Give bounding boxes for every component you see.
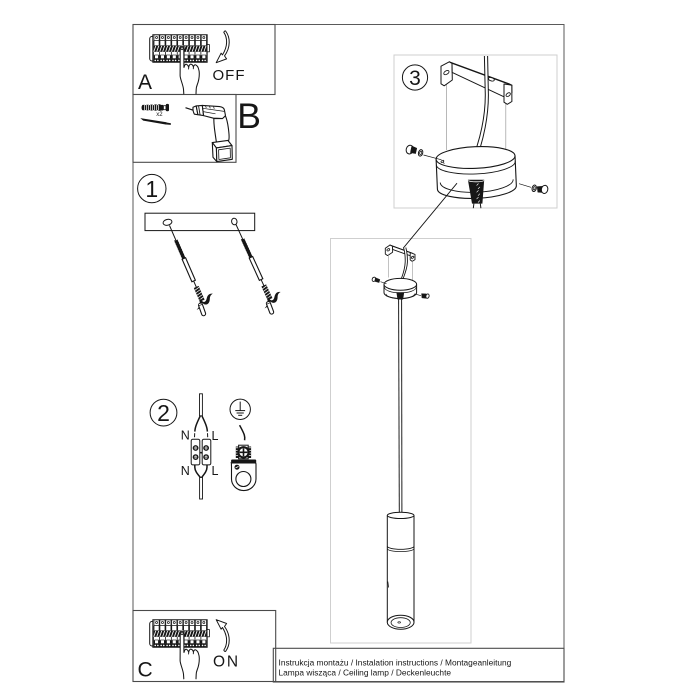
- svg-text:C: C: [138, 659, 153, 682]
- svg-text:L: L: [212, 429, 219, 443]
- svg-text:Lampa wisząca / Ceiling lamp /: Lampa wisząca / Ceiling lamp / Deckenleu…: [279, 668, 452, 678]
- svg-text:Instrukcja montażu / Instalati: Instrukcja montażu / Instalation instruc…: [279, 657, 512, 667]
- svg-text:ON: ON: [213, 654, 240, 671]
- svg-text:OFF: OFF: [213, 67, 246, 84]
- svg-text:3: 3: [409, 67, 421, 90]
- svg-text:N: N: [181, 428, 190, 442]
- svg-text:2: 2: [157, 400, 170, 426]
- svg-text:A: A: [138, 71, 152, 94]
- svg-text:1: 1: [145, 176, 158, 202]
- svg-text:B: B: [237, 96, 261, 136]
- svg-text:L: L: [212, 464, 219, 478]
- svg-text:x2: x2: [156, 112, 163, 118]
- svg-text:N: N: [181, 464, 190, 478]
